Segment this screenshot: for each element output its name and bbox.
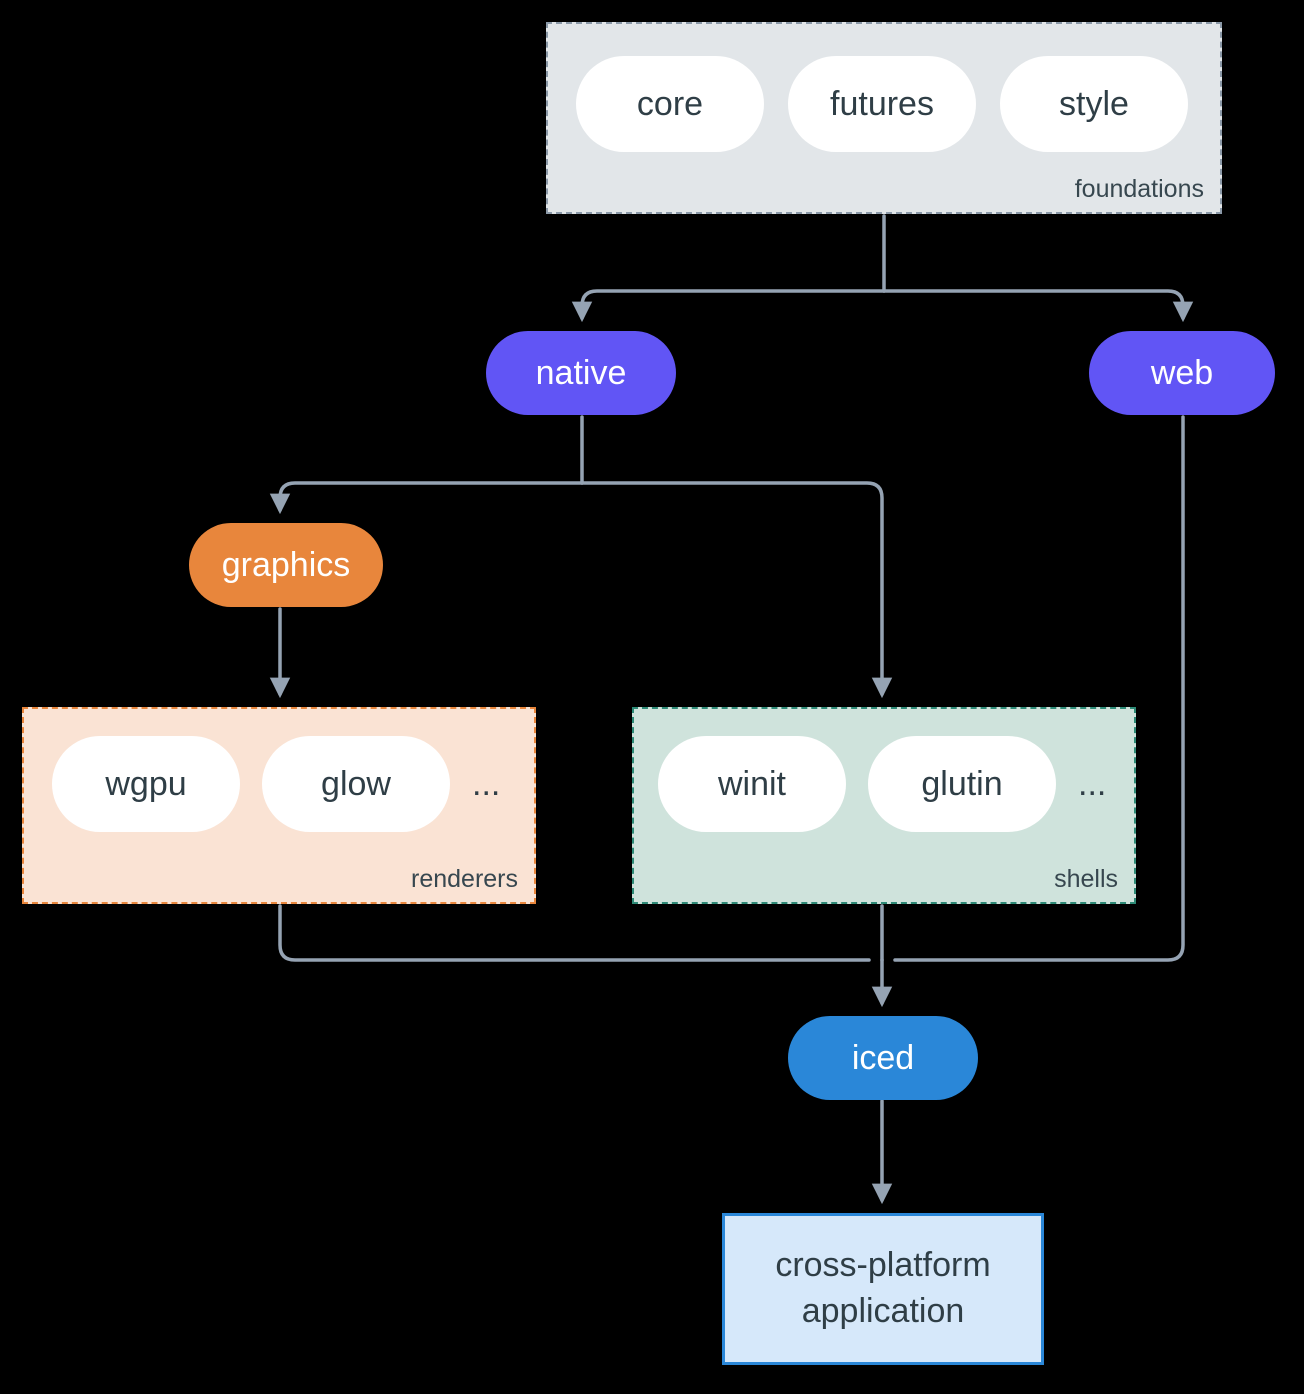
renderers-items: wgpu glow ... — [24, 709, 534, 832]
group-label-shells: shells — [1054, 865, 1118, 893]
node-glow[interactable]: glow — [262, 736, 450, 832]
edge-native-to-graphics — [269, 481, 584, 515]
node-winit[interactable]: winit — [658, 736, 846, 832]
group-label-foundations: foundations — [1074, 175, 1204, 203]
node-wgpu[interactable]: wgpu — [52, 736, 240, 832]
group-renderers[interactable]: wgpu glow ... renderers — [22, 707, 536, 904]
shells-overflow-ellipsis: ... — [1078, 765, 1107, 803]
edge-native-to-shells — [580, 481, 893, 699]
application-label-line1: cross-platform — [775, 1246, 991, 1285]
node-iced-label: iced — [851, 1038, 915, 1077]
node-cross-platform-application[interactable]: cross-platform application — [722, 1213, 1044, 1365]
node-style[interactable]: style — [1000, 56, 1188, 152]
node-native[interactable]: native — [486, 331, 676, 415]
shells-items: winit glutin ... — [634, 709, 1134, 832]
edge-foundations-to-native — [571, 289, 886, 323]
group-foundations[interactable]: core futures style foundations — [546, 22, 1222, 214]
group-label-renderers: renderers — [411, 865, 518, 893]
node-iced[interactable]: iced — [788, 1016, 978, 1100]
node-web[interactable]: web — [1089, 331, 1275, 415]
node-native-label: native — [535, 353, 627, 392]
foundations-items: core futures style — [548, 24, 1220, 152]
node-web-label: web — [1150, 353, 1214, 392]
application-label-line2: application — [801, 1292, 965, 1330]
renderers-overflow-ellipsis: ... — [472, 765, 501, 803]
node-core[interactable]: core — [576, 56, 764, 152]
edge-renderers-to-merge — [278, 904, 871, 962]
group-shells[interactable]: winit glutin ... shells — [632, 707, 1136, 904]
edge-foundations-to-web — [882, 289, 1194, 323]
node-graphics[interactable]: graphics — [189, 523, 383, 607]
node-graphics-label: graphics — [221, 545, 351, 584]
node-glutin[interactable]: glutin — [868, 736, 1056, 832]
node-futures[interactable]: futures — [788, 56, 976, 152]
